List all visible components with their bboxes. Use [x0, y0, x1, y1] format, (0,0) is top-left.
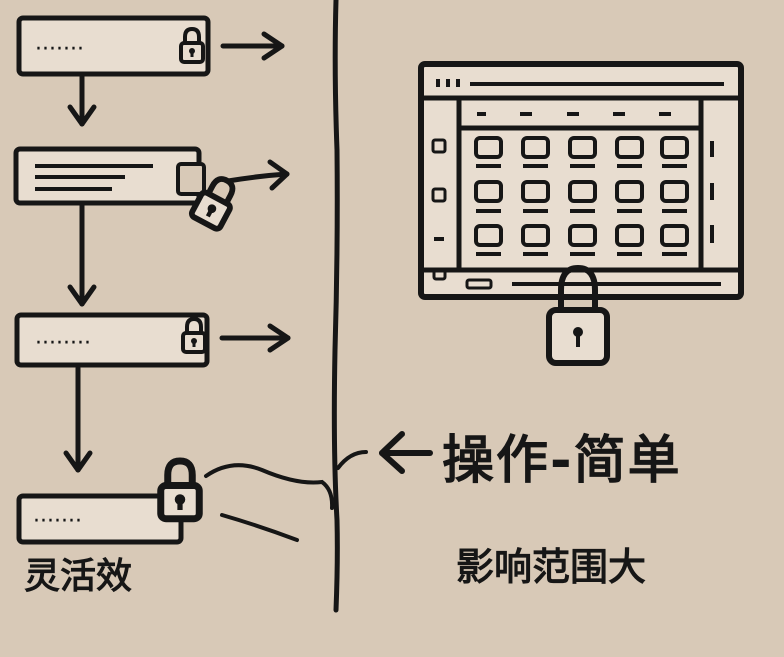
grid-cells [474, 136, 689, 256]
field-1: ······· [16, 15, 211, 77]
arrow-icon [220, 31, 285, 61]
lock-icon [161, 461, 200, 519]
down-arrow-icon [63, 365, 93, 473]
main-label: 操作-简单 [442, 431, 682, 491]
connector-line [204, 450, 368, 542]
svg-text:········: ········ [35, 331, 91, 356]
svg-text:·······: ······· [33, 509, 82, 534]
field-3: ········ [14, 312, 210, 368]
right-label: 影响范围大 [456, 545, 647, 589]
arrow-icon [379, 431, 433, 474]
browser-window-icon [418, 61, 744, 300]
field-4: ······· [16, 493, 184, 545]
arrow-icon [219, 323, 291, 353]
left-label: 灵活效 [24, 556, 133, 597]
arrow-icon [225, 159, 290, 191]
field-2 [13, 146, 206, 206]
divider-line [331, 0, 340, 613]
down-arrow-icon [67, 202, 97, 307]
down-arrow-icon [67, 71, 97, 127]
svg-text:·······: ······· [35, 37, 84, 62]
